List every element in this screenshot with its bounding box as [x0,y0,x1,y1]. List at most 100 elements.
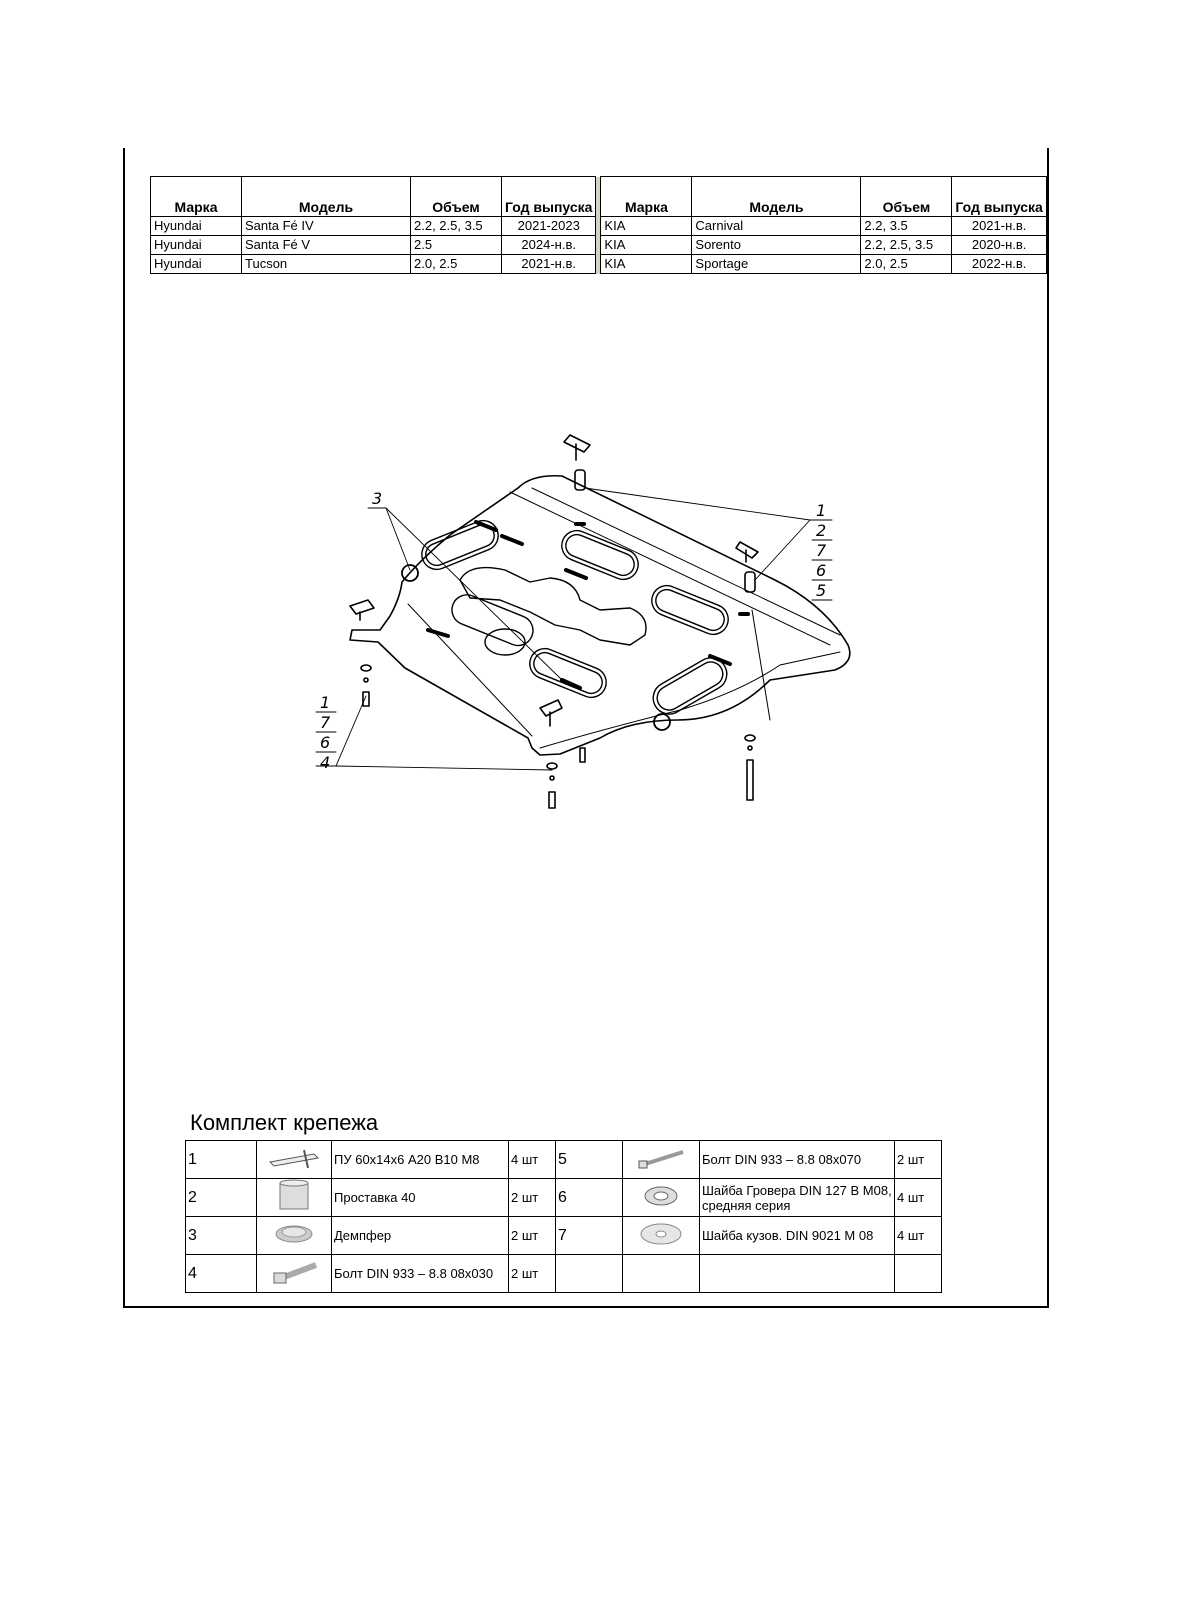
spacer-icon [256,1178,332,1217]
table-row: Hyundai Tucson 2.0, 2.5 2021-н.в. KIA Sp… [150,254,1047,274]
vent-slot-inner [565,533,635,577]
item-name: Шайба кузов. DIN 9021 М 08 [699,1216,895,1255]
item-number: 6 [555,1178,623,1217]
item-qty: 4 шт [894,1216,942,1255]
table-row: 1 ПУ 60х14х6 А20 В10 М8 4 шт 5 Болт DIN … [185,1140,942,1179]
year-cell: 2022-н.в. [951,254,1047,274]
bend-line [751,609,771,721]
item-number: 1 [185,1140,257,1179]
year-cell: 2021-н.в. [500,254,597,274]
clip-nut-part [735,541,759,563]
fastener-kit-table: 1 ПУ 60х14х6 А20 В10 М8 4 шт 5 Болт DIN … [185,1140,942,1293]
table-row: Hyundai Santa Fé IV 2.2, 2.5, 3.5 2021-2… [150,216,1047,236]
split-washer-icon [622,1178,700,1217]
item-number: 2 [185,1178,257,1217]
stiffener-slot [564,568,588,580]
callout-label: 6 [320,733,330,752]
grover-washer-part [747,745,753,751]
callout-label: 5 [816,581,826,600]
washer-part [360,664,372,672]
clip-nut-part [539,699,563,727]
vent-slot [652,657,728,715]
leader-line [584,487,831,521]
clip-nut-part [349,599,375,621]
washer-part [744,734,756,742]
vent-slot [561,529,639,581]
volume-cell: 2.2, 2.5, 3.5 [860,235,953,255]
item-name: Шайба Гровера DIN 127 B М08, средняя сер… [699,1178,895,1217]
leader-line [335,765,553,771]
frame-right-line [1047,148,1049,1308]
brand-cell: KIA [600,254,693,274]
bolt-part [362,691,370,707]
clip-nut-icon [256,1140,332,1179]
header-model: Модель [241,176,411,217]
callout-label: 7 [320,713,331,732]
long-bolt-icon [622,1140,700,1179]
volume-cell: 2.5 [410,235,502,255]
brand-cell: KIA [600,216,693,236]
item-number: 7 [555,1216,623,1255]
plate-outline [349,474,851,756]
item-name [699,1254,895,1293]
stiffener-slot [426,628,450,638]
stiffener-slot [500,534,524,546]
year-cell: 2024-н.в. [500,235,597,255]
brand-cell: Hyundai [150,254,242,274]
applicability-table: Марка Модель Объем Год выпуска Марка Мод… [150,176,1047,274]
callout-label: 1 [320,693,330,712]
model-cell: Sportage [691,254,862,274]
volume-cell: 2.0, 2.5 [860,254,953,274]
frame-left-line [123,148,125,1308]
item-qty: 4 шт [508,1140,556,1179]
vent-slot-inner [655,588,725,632]
vent-slot-inner [656,661,724,711]
callout-label: 7 [816,541,827,560]
damper-mount [401,564,419,582]
body-washer-icon [622,1216,700,1255]
clip-nut-part [563,434,591,461]
brand-cell: KIA [600,235,693,255]
callout-label: 1 [816,501,826,520]
kit-title: Комплект крепежа [190,1110,379,1135]
table-row: Hyundai Santa Fé V 2.5 2024-н.в. KIA Sor… [150,235,1047,255]
vent-slot [451,594,534,647]
item-number [555,1254,623,1293]
item-number: 4 [185,1254,257,1293]
applicability-header-row: Марка Модель Объем Год выпуска Марка Мод… [150,176,1047,217]
brand-cell: Hyundai [150,216,242,236]
model-cell: Santa Fé V [241,235,411,255]
header-brand: Марка [600,176,693,217]
bolt-part [579,747,586,763]
bolt-part [548,791,556,809]
header-volume: Объем [860,176,953,217]
stiffener-slot [708,654,732,666]
callout-label: 6 [816,561,826,580]
volume-cell: 2.2, 3.5 [860,216,953,236]
item-name: ПУ 60х14х6 А20 В10 М8 [331,1140,509,1179]
stiffener-slot [560,678,582,690]
year-cell: 2021-2023 [500,216,597,236]
item-qty: 2 шт [508,1178,556,1217]
item-qty: 2 шт [894,1140,942,1179]
model-cell: Carnival [691,216,862,236]
plate-inner-edge [407,603,841,749]
item-name: Проставка 40 [331,1178,509,1217]
item-qty: 4 шт [894,1178,942,1217]
item-number: 5 [555,1140,623,1179]
item-name: Демпфер [331,1216,509,1255]
grover-washer-part [363,677,369,683]
item-qty: 2 шт [508,1216,556,1255]
header-model: Модель [691,176,862,217]
table-row: 2 Проставка 40 2 шт 6 Шайба Гровера DIN … [185,1178,942,1217]
model-cell: Tucson [241,254,411,274]
header-year: Год выпуска [500,176,597,217]
grover-washer-part [549,775,555,781]
item-number: 3 [185,1216,257,1255]
volume-cell: 2.2, 2.5, 3.5 [410,216,502,236]
washer-part [546,762,558,770]
vent-slot [651,584,729,636]
model-cell: Santa Fé IV [241,216,411,236]
brand-cell: Hyundai [150,235,242,255]
logo-emboss [459,566,647,646]
